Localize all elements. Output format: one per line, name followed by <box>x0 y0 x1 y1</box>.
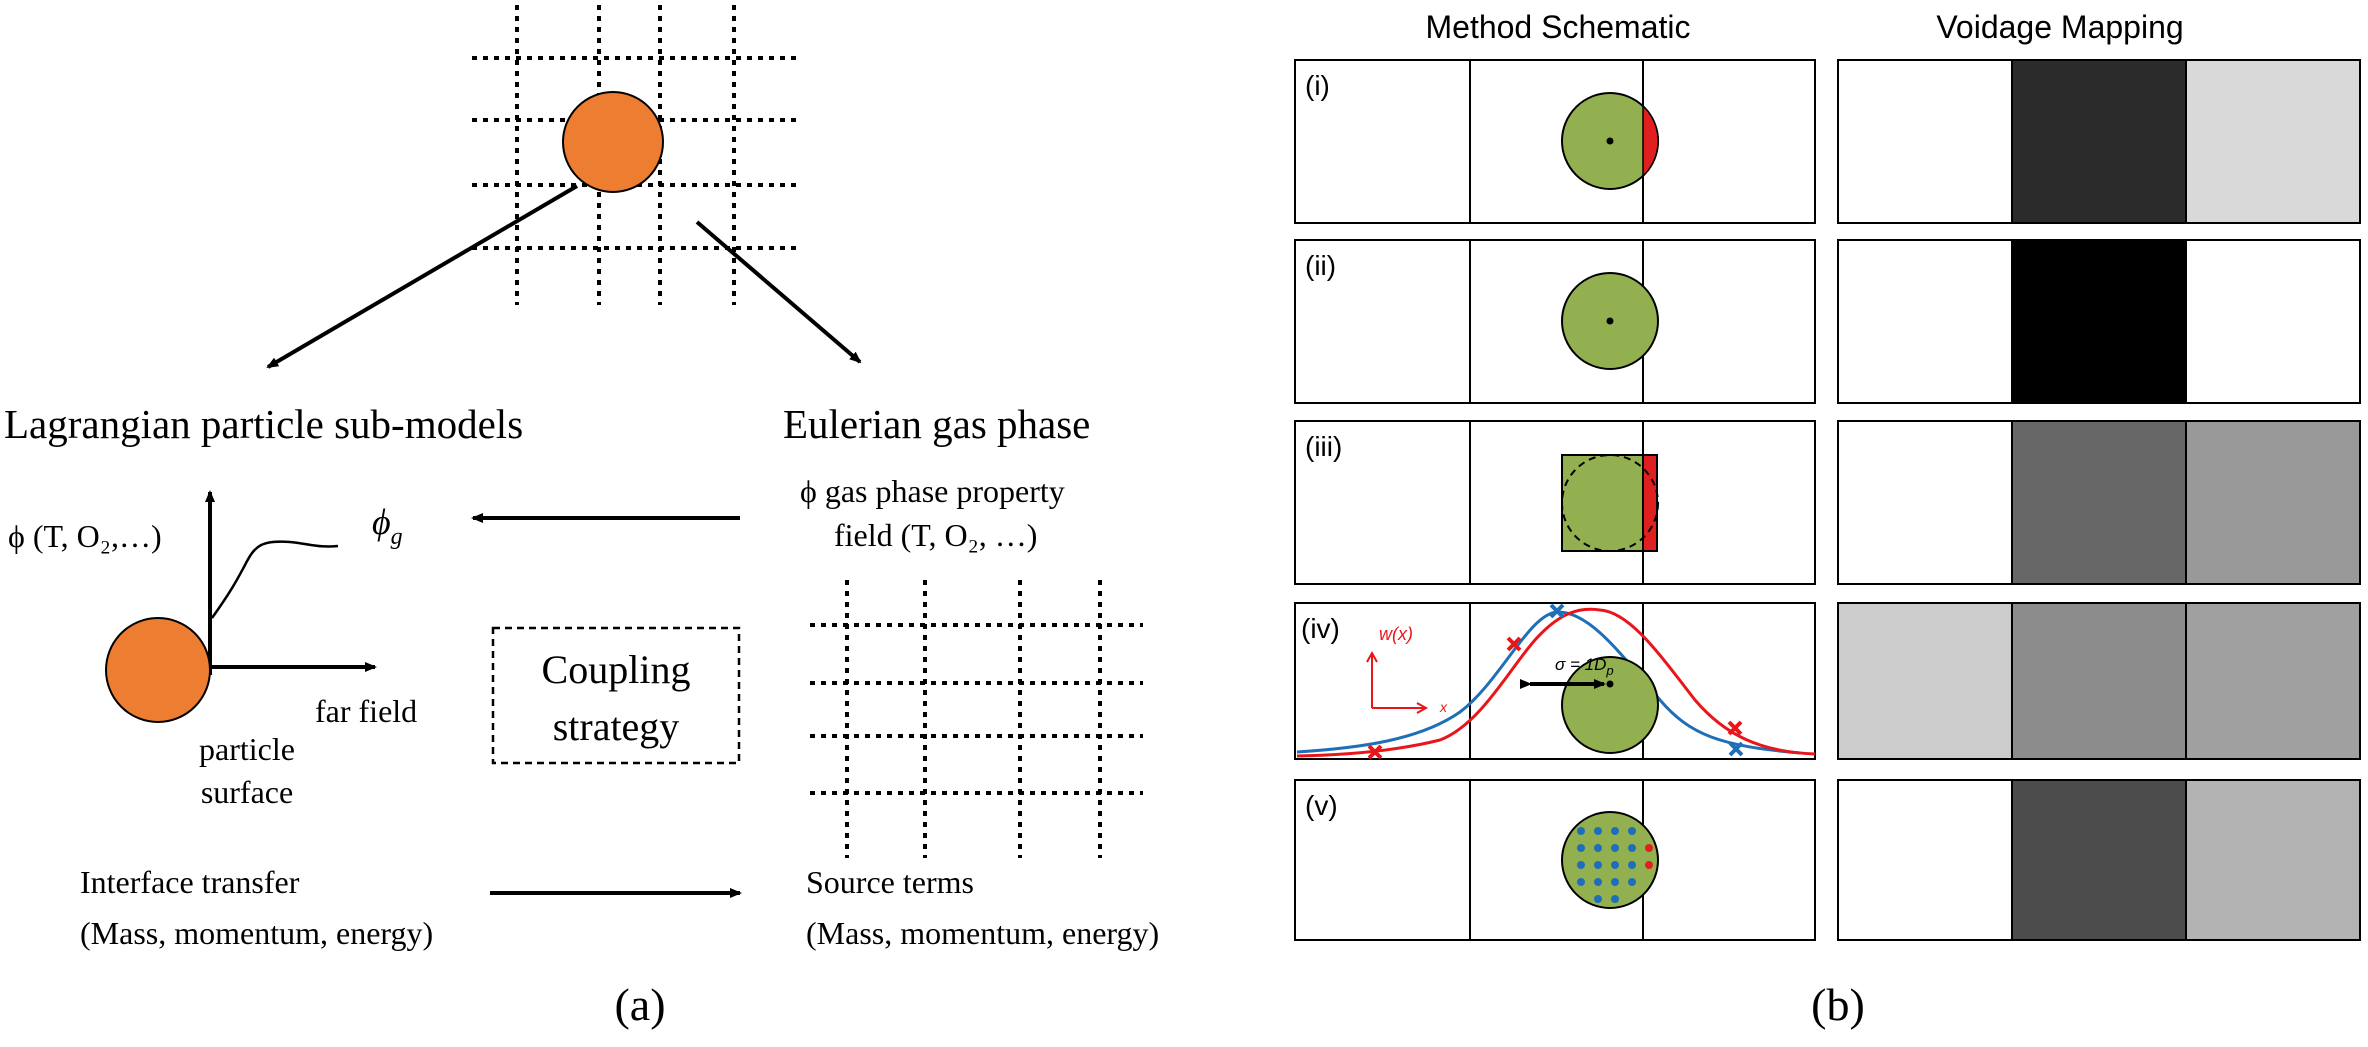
caption-b: (b) <box>1811 979 1865 1030</box>
sigma-label: σ = 1Dp <box>1555 655 1614 678</box>
subsample-point <box>1577 827 1585 835</box>
subsample-point <box>1594 878 1602 886</box>
voidage-cell-row2-col2 <box>2011 239 2187 404</box>
row-label-iii: (iii) <box>1305 431 1342 462</box>
voidage-cell-row3-col3 <box>2185 420 2361 585</box>
weight-x-label: x <box>1439 699 1448 715</box>
weight-label: w(x) <box>1379 624 1413 644</box>
subsample-point <box>1577 844 1585 852</box>
voidage-cell-row1-col2 <box>2011 59 2187 224</box>
lagrangian-title: Lagrangian particle sub-models <box>4 401 523 447</box>
method-schematic-header: Method Schematic <box>1425 9 1690 45</box>
voidage-cell-row1-col1 <box>1837 59 2013 224</box>
panel-a: Lagrangian particle sub-models Eulerian … <box>4 5 1159 1030</box>
arrow-to-eulerian <box>695 220 862 364</box>
subsample-point <box>1594 895 1602 903</box>
subsample-point <box>1577 861 1585 869</box>
row-ii-particle <box>1561 272 1659 370</box>
blue-markers <box>1549 603 1744 757</box>
voidage-cell-row3-col2 <box>2011 420 2187 585</box>
subsample-point <box>1577 878 1585 886</box>
subsample-point <box>1611 895 1619 903</box>
phi-g-label: ϕg <box>372 502 403 550</box>
schematic-frames <box>1294 59 1816 941</box>
voidage-cell-row4-col2 <box>2011 602 2187 760</box>
subsample-point <box>1611 827 1619 835</box>
arrow-to-lagrangian <box>266 184 579 369</box>
far-field-label: far field <box>315 693 417 729</box>
interface-line1: Interface transfer <box>80 864 300 900</box>
source-line1: Source terms <box>806 864 974 900</box>
voidage-cell-row1-col3 <box>2185 59 2361 224</box>
profile-curve <box>210 540 339 619</box>
subsample-point <box>1594 844 1602 852</box>
subsample-point <box>1611 878 1619 886</box>
subsample-point <box>1645 861 1653 869</box>
phi-axis-label: ϕ (T, O₂,…) <box>8 518 162 554</box>
caption-a: (a) <box>614 979 665 1030</box>
row-i-particle <box>1561 92 1659 190</box>
voidage-cell-row5-col1 <box>1837 779 2013 941</box>
coupling-line1: Coupling <box>542 647 691 692</box>
subsample-point <box>1628 827 1636 835</box>
coupling-box <box>491 626 741 765</box>
voidage-cell-row3-col1 <box>1837 420 2013 585</box>
voidage-cell-row5-col3 <box>2185 779 2361 941</box>
row-label-i: (i) <box>1305 70 1330 101</box>
row-label-ii: (ii) <box>1305 250 1336 281</box>
weight-axes <box>1366 650 1429 714</box>
subsample-point <box>1594 827 1602 835</box>
subsample-point <box>1628 861 1636 869</box>
subsample-point <box>1594 861 1602 869</box>
coupling-line2: strategy <box>553 704 680 749</box>
particle-surface-line1: particle <box>199 731 295 767</box>
source-line2: (Mass, momentum, energy) <box>806 915 1159 951</box>
red-markers <box>1367 636 1743 760</box>
voidage-cell-row4-col1 <box>1837 602 2013 760</box>
subsample-point <box>1611 861 1619 869</box>
row-v-particle <box>1561 811 1659 909</box>
row-label-v: (v) <box>1305 790 1338 821</box>
subsample-point <box>1628 844 1636 852</box>
gas-grid <box>810 580 1143 858</box>
particle-surface-line2: surface <box>201 774 293 810</box>
subsample-point <box>1611 844 1619 852</box>
top-particle <box>562 91 664 193</box>
lagrangian-particle <box>105 617 211 723</box>
eulerian-title: Eulerian gas phase <box>783 401 1090 447</box>
voidage-rows <box>1837 59 2361 941</box>
panel-b: Method Schematic Voidage Mapping (i) (ii… <box>1294 9 2361 1030</box>
voidage-cell-row5-col2 <box>2011 779 2187 941</box>
row-label-iv: (iv) <box>1301 613 1340 644</box>
interface-line2: (Mass, momentum, energy) <box>80 915 433 951</box>
row-iv-particle-center <box>1606 680 1614 688</box>
voidage-cell-row4-col3 <box>2185 602 2361 760</box>
subsample-point <box>1628 878 1636 886</box>
gas-property-line2: field (T, O₂, …) <box>834 517 1037 553</box>
row-iii-particle <box>1561 454 1659 552</box>
subsample-points <box>1577 827 1653 903</box>
voidage-cell-row2-col1 <box>1837 239 2013 404</box>
voidage-mapping-header: Voidage Mapping <box>1936 9 2183 45</box>
subsample-point <box>1645 844 1653 852</box>
gas-property-line1: ϕ gas phase property <box>800 473 1065 509</box>
voidage-cell-row2-col3 <box>2185 239 2361 404</box>
